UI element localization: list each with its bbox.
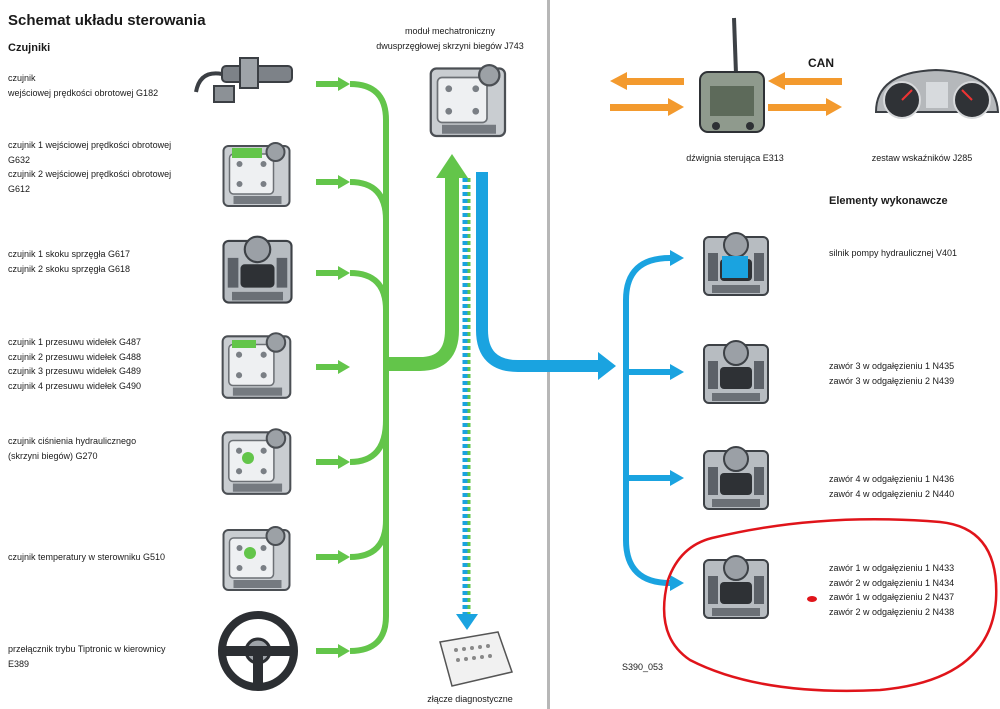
green-arrow-head — [338, 644, 350, 658]
temp-sensor-highlight — [244, 547, 256, 559]
sensor-label-line: G632 — [8, 154, 31, 165]
actuator-label-pump: silnik pompy hydraulicznej V401 — [829, 246, 957, 261]
module-label-line: dwusprzęgłowej skrzyni biegów J743 — [376, 40, 524, 51]
left-divider — [547, 0, 550, 709]
diag-arrow-head — [456, 614, 478, 630]
actuators-header: Elementy wykonawcze — [829, 195, 948, 207]
actuator-label-line: silnik pompy hydraulicznej V401 — [829, 248, 958, 258]
blue-main-arrow-head — [598, 352, 616, 380]
sensor-label-temperature: czujnik temperatury w sterowniku G510 — [8, 550, 165, 565]
sensor-label-line: czujnik 2 wejściowej prędkości obrotowej — [8, 169, 172, 179]
red-dot-mark — [807, 596, 817, 602]
green-arrow-head — [338, 455, 350, 469]
actuator-label-valve4: zawór 4 w odgałęzieniu 1 N436 zawór 4 w … — [829, 472, 954, 501]
pump-motor-highlight — [722, 256, 748, 278]
pressure-sensor-highlight — [242, 452, 254, 464]
blue-arrow-head — [670, 364, 684, 380]
sensor-label-tiptronic: przełącznik trybu Tiptronic w kierownicy… — [8, 642, 166, 671]
orange-arrow-head — [826, 98, 842, 116]
green-arrow-head — [338, 175, 350, 189]
input-speed-highlight — [232, 148, 262, 158]
diag-label: złącze diagnostyczne — [427, 694, 513, 704]
actuator-label-line: zawór 2 w odgałęzieniu 1 N434 — [829, 577, 955, 588]
speed-sensor-icon — [194, 57, 293, 103]
sensor-label-speed: czujnik wejściowej prędkości obrotowej G… — [8, 71, 158, 100]
sensor-label-line: czujnik 2 skoku sprzęgła G618 — [8, 263, 131, 274]
sensor-label-line: czujnik 4 przesuwu widełek G490 — [8, 380, 142, 391]
blue-main-arrow — [476, 172, 600, 372]
module-label: moduł mechatroniczny dwusprzęgłowej skrz… — [340, 24, 560, 53]
mechatronic-module-icon — [702, 445, 770, 511]
green-arrow-head — [338, 77, 350, 91]
blue-distributor — [623, 255, 671, 586]
sensor-label-line: czujnik 2 przesuwu widełek G488 — [8, 351, 142, 362]
sensor-label-line: czujnik temperatury w sterowniku G510 — [8, 552, 166, 562]
module-label-line: moduł mechatroniczny — [404, 26, 496, 36]
sensor-label-line: czujnik 3 przesuwu widełek G489 — [8, 366, 142, 376]
mechatronic-module-icon — [702, 339, 770, 405]
orange-arrow-head — [668, 98, 684, 116]
sensor-label-line: G612 — [8, 183, 31, 194]
selector-lever-icon — [699, 17, 765, 133]
steering-wheel-icon — [218, 611, 298, 691]
actuator-label-valve3: zawór 3 w odgałęzieniu 1 N435 zawór 3 w … — [829, 359, 954, 388]
fork-sensor-highlight — [232, 340, 256, 348]
sensor-label-pressure: czujnik ciśnienia hydraulicznego (skrzyn… — [8, 434, 136, 463]
can-label: CAN — [808, 56, 834, 70]
green-branch — [349, 519, 389, 560]
cluster-label: zestaw wskaźników J285 — [871, 153, 973, 163]
sensor-label-line: wejściowej prędkości obrotowej G182 — [8, 87, 159, 98]
orange-arrow-line — [768, 104, 826, 111]
diagnostic-connector-icon — [439, 631, 513, 687]
green-arrow-head — [338, 550, 350, 564]
actuator-label-line: zawór 4 w odgałęzieniu 2 N440 — [829, 488, 955, 499]
mechatronic-module-icon — [222, 525, 291, 592]
green-branch — [349, 419, 389, 465]
sensor-label-line: czujnik 1 przesuwu widełek G487 — [8, 337, 142, 347]
actuator-label-line: zawór 3 w odgałęzieniu 1 N435 — [829, 361, 955, 371]
mechatronic-module-icon — [221, 428, 292, 495]
instrument-cluster-icon — [874, 68, 1000, 119]
red-highlight-circle — [662, 518, 998, 693]
sensor-label-line: E389 — [8, 658, 30, 669]
mechatronic-module-icon — [222, 235, 293, 304]
sensor-label-line: czujnik 1 wejściowej prędkości obrotowej — [8, 140, 172, 150]
orange-arrow-head — [768, 72, 785, 90]
orange-arrow-line — [610, 104, 668, 111]
mechatronic-module-icon — [702, 554, 770, 620]
sensor-label-line: czujnik ciśnienia hydraulicznego — [8, 436, 137, 446]
orange-arrow-head — [610, 72, 627, 90]
sensor-label-line: (skrzyni biegów) G270 — [8, 450, 98, 461]
blue-arrow-head — [670, 575, 684, 591]
green-branch — [349, 179, 389, 221]
sensor-label-line: przełącznik trybu Tiptronic w kierownicy — [8, 644, 166, 654]
actuator-label-line: zawór 1 w odgałęzieniu 1 N433 — [829, 563, 955, 573]
sensor-label-input-speed: czujnik 1 wejściowej prędkości obrotowej… — [8, 138, 171, 196]
mechatronic-module-icon — [429, 63, 507, 138]
orange-arrow-line — [784, 78, 842, 85]
actuator-label-line: zawór 3 w odgałęzieniu 2 N439 — [829, 375, 955, 386]
actuator-label-line: zawór 2 w odgałęzieniu 2 N438 — [829, 606, 955, 617]
blue-arrow-head — [670, 470, 684, 486]
blue-arrow-head — [670, 250, 684, 266]
figure-code: S390_053 — [622, 662, 664, 672]
green-collector — [349, 81, 389, 654]
sensors-header: Czujniki — [8, 42, 51, 54]
green-arrow-head — [338, 266, 350, 280]
green-arrow-head — [338, 360, 350, 374]
sensor-label-fork-travel: czujnik 1 przesuwu widełek G487 czujnik … — [8, 335, 141, 393]
green-main-arrow-head — [436, 154, 468, 178]
lever-label: dźwignia sterująca E313 — [686, 153, 784, 163]
green-main-arrow — [386, 178, 459, 371]
green-branch — [349, 270, 389, 311]
actuator-label-line: zawór 1 w odgałęzieniu 2 N437 — [829, 592, 955, 602]
actuator-label-valves12: zawór 1 w odgałęzieniu 1 N433 zawór 2 w … — [829, 561, 954, 619]
sensor-label-line: czujnik — [8, 73, 36, 83]
actuator-label-line: zawór 4 w odgałęzieniu 1 N436 — [829, 474, 955, 484]
sensor-label-line: czujnik 1 skoku sprzęgła G617 — [8, 249, 131, 259]
orange-arrow-line — [626, 78, 684, 85]
sensor-label-clutch-travel: czujnik 1 skoku sprzęgła G617 czujnik 2 … — [8, 247, 130, 276]
page-title: Schemat układu sterowania — [8, 12, 206, 29]
